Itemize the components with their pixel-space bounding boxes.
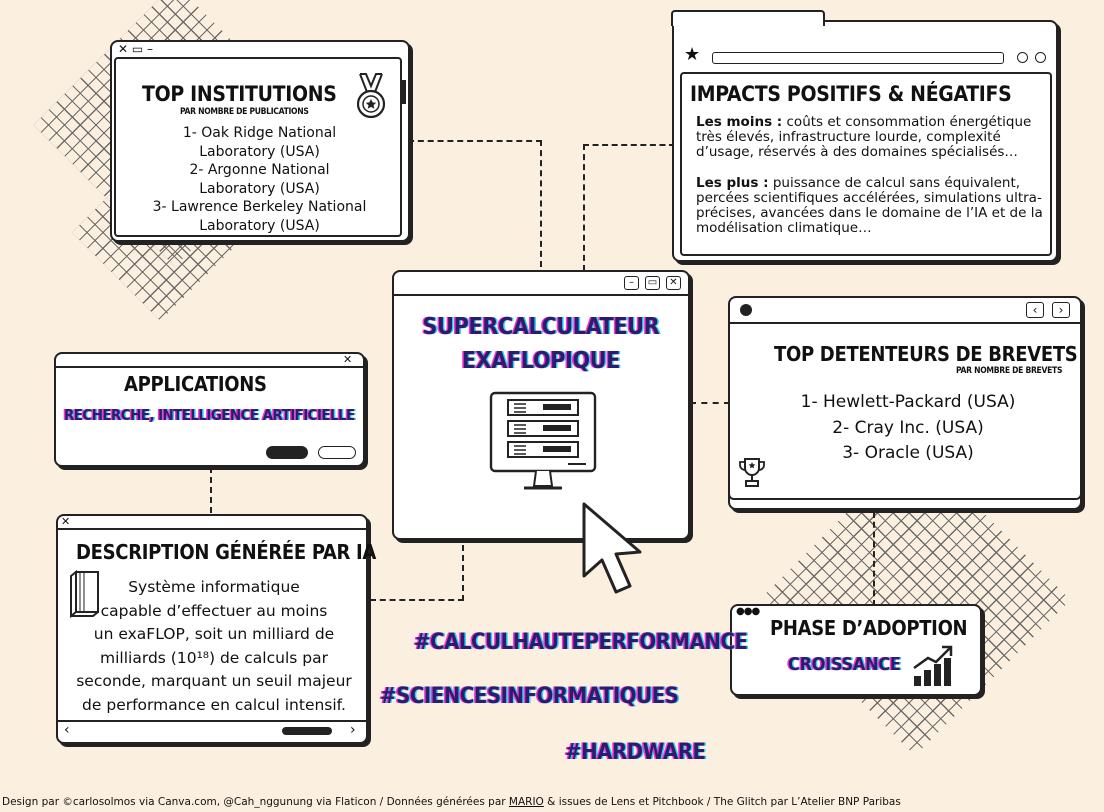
chevron-right-icon[interactable]: › (350, 722, 356, 738)
address-bar[interactable] (712, 52, 1004, 64)
institutions-window: ✕ ▭ – TOP INSTITUTIONS PAR NOMBRE DE PUB… (110, 40, 410, 242)
text-line: seconde, marquant un seuil majeur (76, 672, 352, 690)
connector-line (408, 140, 542, 267)
circle-icon[interactable] (1035, 52, 1046, 63)
moins-label: Les moins : (696, 114, 783, 130)
description-window: ✕ DESCRIPTION GÉNÉRÉE PAR IA Système inf… (56, 514, 376, 744)
horizontal-scrollbar[interactable]: ‹ › (58, 720, 366, 740)
growth-chart-icon (912, 644, 954, 692)
credits-text: Design par ©carlosolmos via Canva.com, @… (2, 796, 509, 808)
credits-text: & issues de Lens et Pitchbook / The Glit… (543, 796, 901, 808)
supercomputer-icon (488, 390, 598, 500)
adoption-value: CROISSANCE (788, 654, 901, 675)
text-line: Système informatique (128, 578, 300, 596)
circle-icon[interactable] (1017, 52, 1028, 63)
cursor-arrow-icon (578, 500, 648, 604)
brevets-title: TOP DETENTEURS DE BREVETS (774, 342, 1078, 366)
description-title: DESCRIPTION GÉNÉRÉE PAR IA (76, 540, 377, 564)
title-bar (394, 294, 688, 296)
list-item: 3- Lawrence Berkeley National (152, 199, 367, 215)
impacts-panel (680, 72, 1052, 256)
connector-line (210, 467, 212, 513)
scrollbar[interactable] (400, 80, 406, 104)
connector-line (690, 402, 730, 404)
impacts-plus: Les plus : puissance de calcul sans équi… (696, 176, 1048, 236)
window-tab (671, 10, 825, 26)
cancel-button[interactable] (318, 446, 356, 459)
institutions-title: TOP INSTITUTIONS (142, 82, 337, 106)
hashtag-1: #CALCULHAUTEPERFORMANCE (414, 630, 748, 655)
list-item: 2- Argonne National (189, 162, 330, 178)
description-text: Système informatique capable d’effectuer… (64, 576, 364, 717)
institutions-panel (114, 57, 402, 237)
adoption-window: ●●● PHASE D’ADOPTION CROISSANCE (730, 604, 982, 696)
brevets-panel (728, 322, 1082, 500)
center-title-line2: EXAFLOPIQUE (461, 348, 621, 374)
forward-button[interactable]: › (1052, 302, 1070, 318)
institutions-list: 1- Oak Ridge National Laboratory (USA) 2… (122, 124, 397, 235)
connector-line (370, 535, 464, 601)
applications-window: ✕ APPLICATIONS RECHERCHE, INTELLIGENCE A… (54, 352, 365, 467)
window-controls[interactable]: ✕ ▭ – (118, 42, 154, 56)
list-item: 2- Cray Inc. (USA) (832, 417, 984, 438)
list-item: 1- Hewlett-Packard (USA) (800, 392, 1016, 412)
adoption-title: PHASE D’ADOPTION (770, 616, 968, 640)
text-line: capable d’effectuer au moins (100, 601, 328, 620)
chevron-left-icon[interactable]: ‹ (64, 722, 70, 738)
connector-line (873, 512, 875, 606)
impacts-moins: Les moins : coûts et consommation énergé… (696, 115, 1048, 160)
close-icon[interactable]: ✕ (343, 353, 353, 366)
impacts-title: IMPACTS POSITIFS & NÉGATIFS (690, 82, 1012, 106)
book-icon (68, 568, 102, 622)
brevets-list: 1- Hewlett-Packard (USA) 2- Cray Inc. (U… (740, 390, 1076, 467)
circle-icon[interactable] (740, 304, 752, 316)
star-icon[interactable]: ★ (684, 44, 701, 65)
impacts-window: ★ IMPACTS POSITIFS & NÉGATIFS Les moins … (671, 10, 1058, 262)
text-line: milliards (10¹⁸) de calculs par (100, 648, 328, 667)
text-line: de performance en calcul intensif. (82, 695, 346, 714)
connector-line (583, 144, 675, 271)
scroll-thumb[interactable] (282, 727, 332, 735)
brevets-subtitle: PAR NOMBRE DE BREVETS (956, 366, 1063, 376)
list-item: 3- Oracle (USA) (842, 443, 974, 463)
institutions-subtitle: PAR NOMBRE DE PUBLICATIONS (180, 107, 309, 117)
back-button[interactable]: ‹ (1026, 302, 1044, 318)
hashtag-2: #SCIENCESINFORMATIQUES (380, 684, 679, 709)
mario-link[interactable]: MARIO (508, 796, 544, 808)
moins-text: coûts et consommation énergétique très é… (696, 114, 1032, 160)
list-item: Laboratory (USA) (199, 217, 320, 234)
list-item: 1- Oak Ridge National (182, 125, 337, 141)
brevets-window: ‹ › TOP DETENTEURS DE BREVETS PAR NOMBRE… (728, 296, 1082, 510)
plus-text: puissance de calcul sans équivalent, per… (696, 175, 1043, 236)
close-icon[interactable]: ✕ (61, 515, 71, 528)
center-title-line1: SUPERCALCULATEUR (422, 314, 660, 340)
supercalculateur-window: – ▭ ✕ SUPERCALCULATEUR EXAFLOPIQUE (392, 270, 690, 540)
ok-button[interactable] (266, 446, 308, 459)
plus-label: Les plus : (696, 175, 769, 191)
applications-title: APPLICATIONS (124, 372, 267, 396)
window-dots[interactable]: ●●● (736, 606, 760, 617)
minimize-button[interactable]: – (624, 276, 639, 290)
medal-icon (354, 72, 388, 124)
applications-text: RECHERCHE, INTELLIGENCE ARTIFICIELLE (64, 406, 355, 424)
credits-footer: Design par ©carlosolmos via Canva.com, @… (0, 796, 1104, 808)
title-bar (58, 528, 366, 530)
trophy-icon (738, 456, 766, 494)
text-line: un exaFLOP, soit un milliard de (93, 625, 335, 643)
hashtag-3: #HARDWARE (565, 740, 706, 765)
title-bar (56, 366, 363, 368)
maximize-button[interactable]: ▭ (645, 276, 660, 290)
close-button[interactable]: ✕ (666, 276, 681, 290)
list-item: Laboratory (USA) (199, 180, 320, 197)
list-item: Laboratory (USA) (199, 143, 320, 160)
